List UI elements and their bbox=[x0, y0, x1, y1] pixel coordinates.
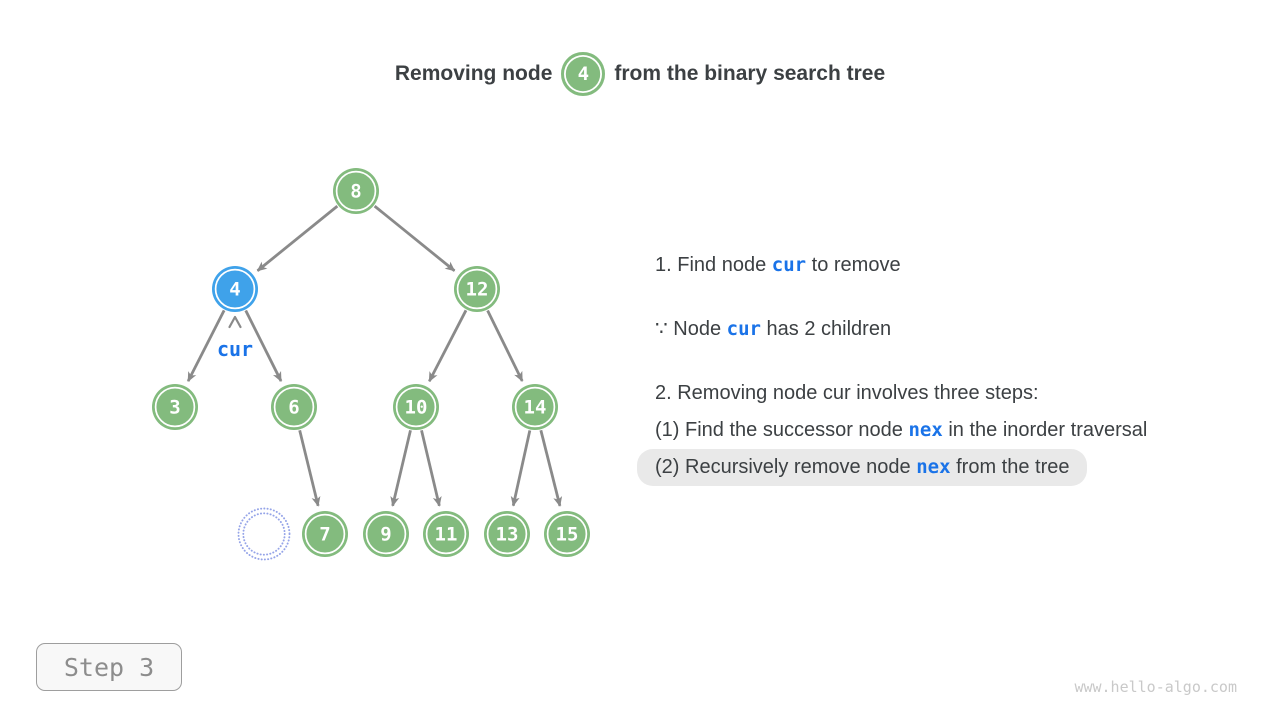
tree-node-12: 12 bbox=[454, 266, 500, 312]
node-inner-ring bbox=[486, 513, 528, 555]
node-value: 7 bbox=[319, 524, 330, 546]
node-circle bbox=[152, 384, 198, 430]
tree-edge bbox=[298, 429, 321, 507]
instruction-text: ∵ Node bbox=[655, 318, 727, 340]
title-suffix: from the binary search tree bbox=[614, 62, 886, 85]
tree-edge bbox=[510, 430, 532, 507]
node-inner-ring bbox=[273, 386, 315, 428]
tree-node-3: 3 bbox=[152, 384, 198, 430]
instruction-text: (2) Recursively remove node bbox=[655, 456, 917, 478]
node-value: 8 bbox=[350, 181, 361, 203]
tree-node-6: 6 bbox=[271, 384, 317, 430]
tree-node-11: 11 bbox=[423, 511, 469, 557]
node-inner-ring bbox=[546, 513, 588, 555]
tree-nodes: 8 4 12 3 6 10 14 7 9 11 13 15 bbox=[152, 168, 590, 561]
tree-node-9: 9 bbox=[363, 511, 409, 557]
instruction-list: 1. Find node cur to remove ∵ Node cur has… bbox=[637, 247, 1275, 486]
node-circle bbox=[393, 384, 439, 430]
node-inner-ring bbox=[425, 513, 467, 555]
node-circle bbox=[544, 511, 590, 557]
ghost-node-ring bbox=[242, 512, 286, 556]
tree-node-7: 7 bbox=[302, 511, 348, 557]
tree-node-15: 15 bbox=[544, 511, 590, 557]
code-token: nex bbox=[908, 419, 943, 441]
tree-edge bbox=[486, 309, 524, 382]
tree-edge bbox=[186, 309, 226, 383]
node-value: 9 bbox=[380, 524, 391, 546]
instruction-text: has 2 children bbox=[760, 318, 892, 340]
node-value: 14 bbox=[524, 397, 547, 419]
node-inner-ring bbox=[335, 170, 377, 212]
tree-edge bbox=[256, 205, 339, 272]
node-circle bbox=[333, 168, 379, 214]
node-value: 11 bbox=[435, 524, 458, 546]
node-inner-ring bbox=[304, 513, 346, 555]
instruction-line: 2. Removing node cur involves three step… bbox=[655, 375, 1275, 412]
node-value: 13 bbox=[496, 524, 519, 546]
cur-pointer-label: cur bbox=[217, 337, 253, 361]
tree-node-8: 8 bbox=[333, 168, 379, 214]
node-circle bbox=[363, 511, 409, 557]
tree-node-10: 10 bbox=[393, 384, 439, 430]
tree-node-13: 13 bbox=[484, 511, 530, 557]
code-token: nex bbox=[916, 456, 951, 478]
instruction-text: (1) Find the successor node bbox=[655, 419, 909, 441]
instruction-line: (1) Find the successor node nex in the i… bbox=[655, 412, 1275, 449]
instruction-line: ∵ Node cur has 2 children bbox=[655, 311, 1275, 348]
step-badge: Step 3 bbox=[36, 643, 182, 691]
node-inner-ring bbox=[214, 268, 256, 310]
node-circle bbox=[454, 266, 500, 312]
tree-node-14: 14 bbox=[512, 384, 558, 430]
ghost-node-ring bbox=[237, 507, 291, 561]
title-node-value: 4 bbox=[577, 63, 590, 85]
node-value: 6 bbox=[288, 397, 299, 419]
page-title: Removing node 4 from the binary search t… bbox=[0, 50, 1280, 98]
tree-node-4: 4 bbox=[212, 266, 258, 312]
node-value: 10 bbox=[405, 397, 428, 419]
node-value: 12 bbox=[466, 279, 489, 301]
tree-edge bbox=[390, 430, 412, 507]
node-value: 3 bbox=[169, 397, 180, 419]
tree-edge bbox=[539, 429, 563, 507]
tree-edges bbox=[186, 205, 563, 507]
node-inner-ring bbox=[456, 268, 498, 310]
node-circle bbox=[484, 511, 530, 557]
node-circle bbox=[302, 511, 348, 557]
instruction-line: 1. Find node cur to remove bbox=[655, 247, 1275, 284]
instruction-text: 1. Find node bbox=[655, 254, 772, 276]
instruction-text: 2. Removing node cur involves three step… bbox=[655, 382, 1039, 404]
node-circle bbox=[512, 384, 558, 430]
tree-edge bbox=[373, 205, 456, 272]
instruction-text: from the tree bbox=[950, 456, 1070, 478]
tree-edge bbox=[420, 430, 442, 507]
node-circle bbox=[423, 511, 469, 557]
node-inner-ring bbox=[395, 386, 437, 428]
tree-edge bbox=[428, 309, 468, 383]
code-token: cur bbox=[771, 254, 807, 276]
title-node-chip: 4 bbox=[561, 52, 606, 96]
instruction-text: in the inorder traversal bbox=[942, 419, 1148, 441]
ghost-node bbox=[237, 507, 291, 561]
instruction-text: to remove bbox=[806, 254, 901, 276]
tree-edge bbox=[244, 309, 283, 382]
cur-pointer: cur bbox=[217, 315, 253, 361]
node-inner-ring bbox=[154, 386, 196, 428]
node-circle bbox=[271, 384, 317, 430]
node-value: 4 bbox=[229, 279, 240, 301]
node-value: 15 bbox=[556, 524, 579, 546]
node-circle bbox=[212, 266, 258, 312]
node-inner-ring bbox=[514, 386, 556, 428]
node-inner-ring bbox=[365, 513, 407, 555]
title-prefix: Removing node bbox=[394, 62, 553, 85]
binary-tree-diagram: 8 4 12 3 6 10 14 7 9 11 13 15 cur bbox=[152, 168, 590, 561]
instruction-line-highlighted: (2) Recursively remove node nex from the… bbox=[637, 449, 1088, 486]
code-token: cur bbox=[726, 318, 761, 340]
watermark: www.hello-algo.com bbox=[1074, 678, 1237, 696]
cur-arrow-icon bbox=[228, 315, 242, 329]
